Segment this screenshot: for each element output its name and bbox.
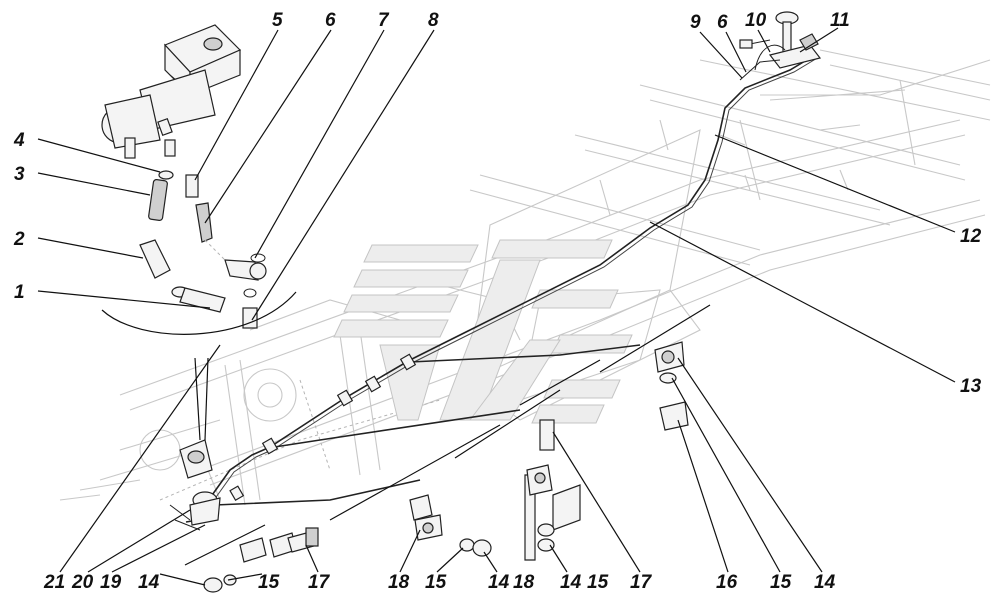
callout-18-b: 18: [513, 572, 535, 593]
callout-15-b: 15: [425, 572, 447, 593]
callout-20: 20: [71, 572, 94, 593]
air-compressor: [101, 24, 242, 159]
callout-17-b: 17: [630, 572, 653, 593]
callout-2: 2: [13, 229, 25, 250]
callout-5: 5: [272, 10, 283, 31]
watermark-logo: [333, 239, 633, 424]
callout-6-top: 6: [717, 12, 728, 33]
bottom-hardware: [184, 304, 711, 593]
callout-15-c: 15: [587, 572, 609, 593]
callout-7: 7: [378, 10, 390, 31]
callout-1: 1: [14, 282, 25, 303]
callout-14-c: 14: [560, 572, 582, 593]
exploded-fittings: [101, 170, 297, 335]
callout-9: 9: [690, 12, 701, 33]
callout-21: 21: [43, 572, 65, 593]
callout-14-d: 14: [814, 572, 836, 593]
callout-18-a: 18: [388, 572, 410, 593]
callout-6: 6: [325, 10, 336, 31]
control-valve-assembly: [739, 11, 822, 81]
leader-lines: [37, 27, 956, 586]
callout-11: 11: [830, 10, 850, 31]
callout-19: 19: [100, 572, 122, 593]
callout-labels: 1 2 3 4 5 6 7 8 9 6 10 11 12 13 21 20 19…: [13, 10, 982, 593]
callout-13: 13: [960, 376, 982, 397]
lower-valve-cluster: [169, 439, 221, 531]
callout-16: 16: [716, 572, 738, 593]
callout-10: 10: [745, 10, 767, 31]
callout-3: 3: [14, 164, 25, 185]
callout-14-a: 14: [138, 572, 160, 593]
callout-14-b: 14: [488, 572, 510, 593]
callout-15-a: 15: [258, 572, 280, 593]
callout-12: 12: [960, 226, 982, 247]
callout-8: 8: [428, 10, 439, 31]
callout-17-a: 17: [308, 572, 331, 593]
callout-4: 4: [13, 130, 25, 151]
callout-15-d: 15: [770, 572, 792, 593]
